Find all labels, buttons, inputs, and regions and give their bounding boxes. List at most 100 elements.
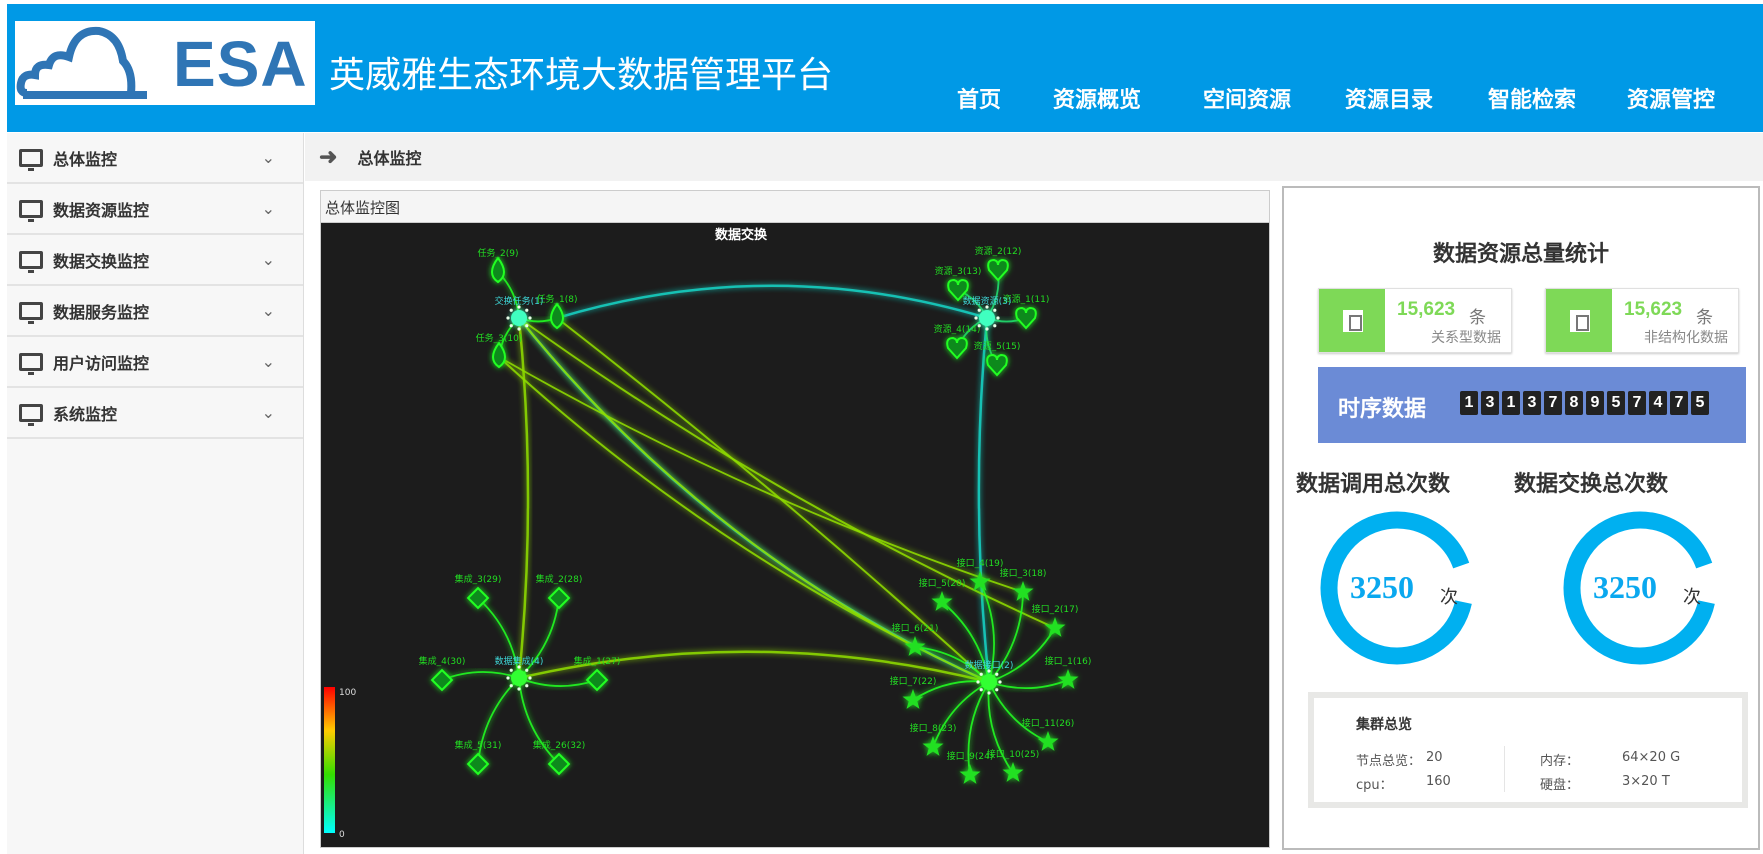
star-node-icon[interactable] [969, 571, 991, 591]
node-label[interactable]: 接口_11(26) [1022, 717, 1074, 729]
sidebar-item-data-service[interactable]: 数据服务监控⌄ [7, 286, 303, 337]
heart-node-icon[interactable] [1015, 306, 1037, 330]
node-label[interactable]: 接口_8(23) [910, 722, 957, 734]
node-label[interactable]: 接口_4(19) [957, 557, 1004, 569]
heart-node-icon[interactable] [947, 278, 969, 302]
nav-home[interactable]: 首页 [957, 87, 1002, 113]
leaf-node[interactable]: 集成_1(27) [574, 655, 621, 692]
node-label[interactable]: 接口_10(25) [987, 748, 1039, 760]
drop-node-icon[interactable] [492, 341, 506, 369]
node-label[interactable]: 资源_5(15) [974, 341, 1021, 352]
leaf-node[interactable]: 接口_7(22) [890, 675, 937, 709]
hub-node[interactable]: 数据接口(2) [965, 659, 1014, 695]
exchange-graph[interactable]: 任务_2(9) 任务_1(8) 任务_3(10)交换任务(1) 资源_2(12) 资源_… [321, 223, 1269, 847]
node-label[interactable]: 集成_4(30) [419, 655, 466, 667]
sidebar-item-user-access[interactable]: 用户访问监控⌄ [7, 337, 303, 388]
leaf-node[interactable]: 接口_10(25) [987, 748, 1039, 782]
star-node-icon[interactable] [1037, 731, 1059, 751]
star-node-icon[interactable] [959, 764, 981, 784]
hub-node[interactable]: 数据集成(4) [495, 655, 544, 691]
hub-node[interactable]: 数据资源(3) [963, 295, 1012, 331]
leaf-node[interactable]: 集成_4(30) [419, 655, 466, 692]
node-label[interactable]: 接口_9(24) [947, 750, 994, 762]
leaf-node[interactable]: 接口_9(24) [947, 750, 994, 784]
logo[interactable]: ESA [15, 21, 315, 105]
node-label[interactable]: 集成_3(29) [455, 573, 502, 585]
hub-node-icon[interactable] [511, 310, 527, 326]
heart-node-icon[interactable] [987, 258, 1009, 282]
hub-node-icon[interactable] [511, 670, 527, 686]
node-label[interactable]: 接口_5(20) [919, 577, 966, 589]
leaf-node[interactable]: 接口_8(23) [910, 722, 957, 756]
nav-resource-catalog[interactable]: 资源目录 [1345, 87, 1434, 113]
star-node-icon[interactable] [902, 689, 924, 709]
leaf-node[interactable]: 资源_4(14) [934, 324, 981, 360]
sidebar-item-system[interactable]: 系统监控⌄ [7, 388, 303, 439]
node-label[interactable]: 资源_3(13) [935, 266, 982, 277]
nav-resource-overview[interactable]: 资源概览 [1053, 87, 1142, 113]
nav-spatial-resource[interactable]: 空间资源 [1203, 87, 1292, 113]
leaf-node[interactable]: 接口_5(20) [919, 577, 966, 611]
star-node-icon[interactable] [1057, 669, 1079, 689]
leaf-node[interactable]: 任务_3(10) [476, 332, 523, 369]
diamond-node-icon[interactable] [466, 586, 490, 610]
node-label[interactable]: 集成_26(32) [533, 739, 585, 751]
heart-node-icon[interactable] [986, 353, 1008, 377]
leaf-node[interactable]: 集成_3(29) [455, 573, 502, 610]
node-label[interactable]: 任务_2(9) [478, 247, 519, 259]
node-label[interactable]: 集成_1(27) [574, 655, 621, 667]
node-label[interactable]: 资源_1(11) [1003, 294, 1050, 305]
hub-dot [977, 308, 981, 312]
node-label[interactable]: 接口_2(17) [1032, 603, 1079, 615]
diamond-node-icon[interactable] [430, 668, 454, 692]
nav-resource-control[interactable]: 资源管控 [1627, 87, 1716, 113]
leaf-node[interactable]: 资源_1(11) [1003, 294, 1050, 330]
diamond-node-icon[interactable] [547, 752, 571, 776]
leaf-node[interactable]: 任务_1(8) [537, 293, 578, 330]
sidebar-item-overall[interactable]: 总体监控⌄ [7, 133, 303, 184]
hub-node-icon[interactable] [979, 310, 995, 326]
hub-node[interactable]: 交换任务(1) [495, 295, 544, 331]
node-label[interactable]: 集成_2(28) [536, 573, 583, 585]
hub-node-icon[interactable] [981, 674, 997, 690]
star-node-icon[interactable] [1002, 762, 1024, 782]
leaf-node[interactable]: 资源_3(13) [935, 266, 982, 302]
leaf-node[interactable]: 集成_26(32) [533, 739, 585, 776]
sidebar-item-data-resource[interactable]: 数据资源监控⌄ [7, 184, 303, 235]
node-label[interactable]: 资源_2(12) [975, 246, 1022, 257]
star-node-icon[interactable] [1044, 617, 1066, 637]
leaf-node[interactable]: 接口_3(18) [1000, 567, 1047, 601]
leaf-node[interactable]: 集成_5(31) [455, 739, 502, 776]
leaf-node[interactable]: 资源_5(15) [974, 341, 1021, 377]
node-label[interactable]: 集成_5(31) [455, 739, 502, 751]
leaf-node[interactable]: 接口_1(16) [1045, 655, 1092, 689]
leaf-node[interactable]: 任务_2(9) [478, 247, 519, 284]
leaf-node[interactable]: 接口_11(26) [1022, 717, 1074, 751]
diamond-node-icon[interactable] [585, 668, 609, 692]
drop-node-icon[interactable] [491, 256, 505, 284]
nav-smart-search[interactable]: 智能检索 [1488, 87, 1577, 113]
node-label[interactable]: 接口_3(18) [1000, 567, 1047, 579]
leaf-node[interactable]: 接口_6(21) [892, 622, 939, 656]
edge-hub-leaf [988, 679, 1069, 690]
star-node-icon[interactable] [922, 736, 944, 756]
sidebar-item-data-exchange[interactable]: 数据交换监控⌄ [7, 235, 303, 286]
color-legend-bar[interactable] [324, 687, 335, 833]
drop-node-icon[interactable] [550, 302, 564, 330]
leaf-node[interactable]: 接口_2(17) [1032, 603, 1079, 637]
diamond-node-icon[interactable] [547, 586, 571, 610]
node-label[interactable]: 接口_1(16) [1045, 655, 1092, 667]
leaf-node[interactable]: 集成_2(28) [536, 573, 583, 610]
star-node-icon[interactable] [1012, 581, 1034, 601]
leaf-node[interactable]: 资源_2(12) [975, 246, 1022, 282]
node-label[interactable]: 任务_3(10) [476, 332, 523, 344]
heart-node-icon[interactable] [946, 336, 968, 360]
node-label[interactable]: 任务_1(8) [537, 293, 578, 305]
star-node-icon[interactable] [931, 591, 953, 611]
node-label[interactable]: 接口_7(22) [890, 675, 937, 687]
leaf-node[interactable]: 接口_4(19) [957, 557, 1004, 591]
node-label[interactable]: 接口_6(21) [892, 622, 939, 634]
diamond-node-icon[interactable] [466, 752, 490, 776]
star-node-icon[interactable] [904, 636, 926, 656]
node-label[interactable]: 资源_4(14) [934, 324, 981, 335]
